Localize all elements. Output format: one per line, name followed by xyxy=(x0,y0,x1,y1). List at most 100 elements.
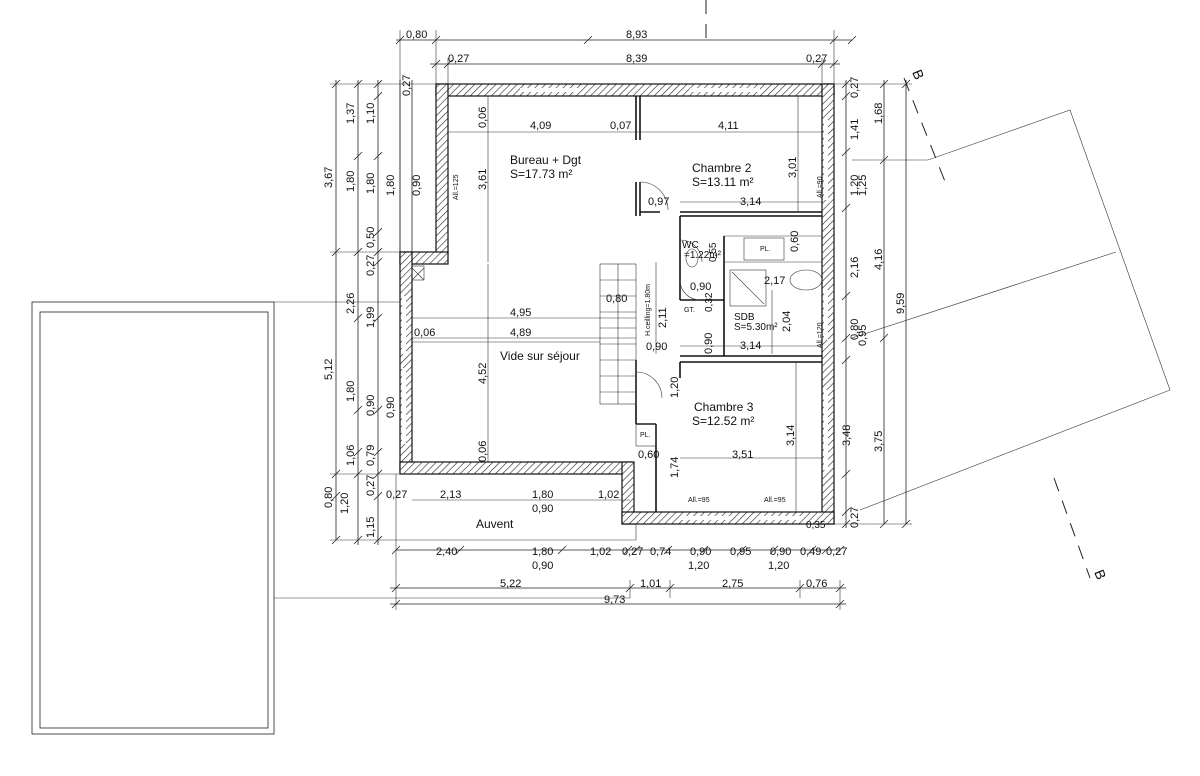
dim-b3-973: 9,73 xyxy=(604,594,625,606)
dim-b1-090a: 0,90 xyxy=(690,546,711,558)
dimension-tick xyxy=(841,91,851,101)
dim-top-027a: 0,27 xyxy=(448,53,469,65)
room-name-auvent: Auvent xyxy=(476,517,514,531)
sink-icon xyxy=(789,269,823,291)
dimension-tick xyxy=(841,507,851,517)
dimension-tick xyxy=(353,247,363,257)
dimension-tick xyxy=(331,469,341,479)
dimension-tick xyxy=(623,545,633,555)
dim-rm-125: 1,25 xyxy=(857,175,869,196)
dim-lm-137: 1,37 xyxy=(345,103,357,124)
dimension-tick xyxy=(391,545,401,555)
fixtures xyxy=(402,88,828,520)
dim-409: 4,09 xyxy=(530,120,551,132)
dim-b2-275: 2,75 xyxy=(722,578,743,590)
dim-ro-959: 9,59 xyxy=(895,293,907,314)
room-area-wc: =1.22m² xyxy=(684,250,722,261)
dim-b1-102: 1,02 xyxy=(590,546,611,558)
dim-bw-180: 1,80 xyxy=(532,489,553,501)
dim-032: 0,32 xyxy=(704,292,715,312)
dimension-tick xyxy=(841,519,851,529)
dim-li-027c: 0,27 xyxy=(365,475,377,496)
dimension-tick xyxy=(879,155,889,165)
dimension-tick xyxy=(557,545,567,555)
allege-95a: All.=95 xyxy=(688,497,710,504)
dim-035: 0,35 xyxy=(806,520,826,531)
dim-lm-180a: 1,80 xyxy=(345,171,357,192)
dimension-tick xyxy=(373,491,383,501)
left-dimension-lines xyxy=(330,80,436,545)
dim-b2-076: 0,76 xyxy=(806,578,827,590)
allege-90: All.=90 xyxy=(817,176,824,198)
dim-b1b-120b: 1,20 xyxy=(768,560,789,572)
dimension-tick xyxy=(431,59,441,69)
dimension-tick xyxy=(455,545,465,555)
dim-bw-213: 2,13 xyxy=(440,489,461,501)
room-name-bureau: Bureau + Dgt xyxy=(510,153,582,167)
dimension-tick xyxy=(879,333,889,343)
dim-090b: 0,90 xyxy=(646,341,667,353)
dim-301: 3,01 xyxy=(787,157,799,178)
dim-060a: 0,60 xyxy=(789,231,801,252)
dim-b1-180: 1,80 xyxy=(532,546,553,558)
dimension-tick xyxy=(373,151,383,161)
dimension-tick xyxy=(373,313,383,323)
door-swings xyxy=(635,181,703,399)
dimension-ticks xyxy=(331,35,911,609)
dimension-tick xyxy=(835,545,845,555)
dim-li2-090b: 0,90 xyxy=(385,397,397,418)
dimension-tick xyxy=(373,79,383,89)
dim-060b: 0,60 xyxy=(638,449,659,461)
auvent-outline xyxy=(395,474,637,541)
dimension-tick xyxy=(373,247,383,257)
toilet-icon xyxy=(685,248,699,268)
dim-351: 3,51 xyxy=(732,449,753,461)
dimension-tick xyxy=(841,469,851,479)
room-name-sdb: SDB xyxy=(734,312,755,323)
dim-li2-090: 0,90 xyxy=(411,175,423,196)
dim-bw-090: 0,90 xyxy=(532,503,553,515)
dimension-tick xyxy=(663,545,673,555)
dim-li-110: 1,10 xyxy=(365,103,377,124)
dim-rm-416: 4,16 xyxy=(873,249,885,270)
dim-006a: 0,06 xyxy=(477,107,489,128)
dimension-tick xyxy=(431,35,441,45)
left-rectangle xyxy=(31,301,630,735)
dim-489: 4,89 xyxy=(510,327,531,339)
dim-314b: 3,14 xyxy=(740,340,761,352)
dim-li-027b: 0,27 xyxy=(365,255,377,276)
dim-top-839: 8,39 xyxy=(626,53,647,65)
dim-314c: 3,14 xyxy=(785,425,797,446)
dim-l-120: 1,20 xyxy=(339,493,351,514)
dim-b1-027b: 0,27 xyxy=(826,546,847,558)
dimension-tick xyxy=(835,583,845,593)
dimension-tick xyxy=(391,599,401,609)
dim-b1b-090: 0,90 xyxy=(532,560,553,572)
dim-b1-027: 0,27 xyxy=(622,546,643,558)
dimension-tick xyxy=(807,545,817,555)
allege-125: All.=125 xyxy=(453,174,460,200)
dimension-tick xyxy=(373,405,383,415)
dimension-tick xyxy=(353,535,363,545)
dim-lm-115: 1,15 xyxy=(365,517,377,538)
dim-li-180: 1,80 xyxy=(365,173,377,194)
dimension-tick xyxy=(395,35,405,45)
dimension-tick xyxy=(331,535,341,545)
dimension-tick xyxy=(699,545,709,555)
dim-ri-027a: 0,27 xyxy=(849,77,861,98)
pl-label-bottom: PL. xyxy=(640,432,651,439)
room-area-chambre3: S=12.52 m² xyxy=(692,414,754,428)
dim-rm-375: 3,75 xyxy=(873,431,885,452)
dimension-tick xyxy=(443,59,453,69)
dim-rm-168: 1,68 xyxy=(873,103,885,124)
dimension-tick xyxy=(847,35,857,45)
dimension-tick xyxy=(583,35,593,45)
right-slanted-outline xyxy=(851,109,1171,511)
dim-rm-095: 0,95 xyxy=(857,325,869,346)
dim-ri-141: 1,41 xyxy=(849,119,861,140)
dimension-tick xyxy=(841,333,851,343)
dimension-tick xyxy=(829,59,839,69)
room-area-chambre2: S=13.11 m² xyxy=(692,175,753,189)
dimension-tick xyxy=(769,545,779,555)
